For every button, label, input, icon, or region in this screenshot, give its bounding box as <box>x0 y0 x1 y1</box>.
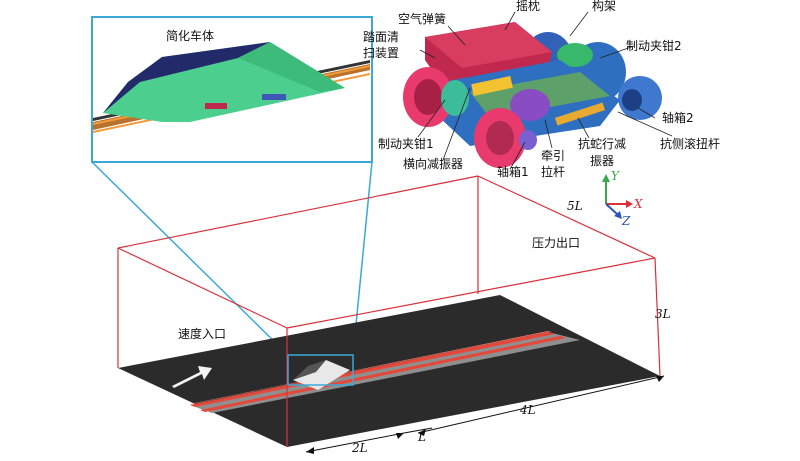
label-traction-2: 拉杆 <box>541 164 565 179</box>
dim-arrow-icon-4 <box>396 433 404 439</box>
inflow-arrow-icon <box>172 366 212 388</box>
dim-arrow-icon-3 <box>306 447 314 454</box>
label-axlebox-2: 轴箱2 <box>662 110 694 125</box>
axis-x-label: X <box>633 197 643 211</box>
inset-bogie-2 <box>262 94 286 100</box>
label-brake-2: 制动夹钳2 <box>626 39 682 53</box>
label-brake-1: 制动夹钳1 <box>378 137 434 151</box>
inset-bogie-1 <box>205 103 227 109</box>
label-dim-L: L <box>417 430 426 444</box>
label-bolster: 摇枕 <box>516 0 540 13</box>
label-air-spring: 空气弹簧 <box>398 11 446 26</box>
domain-edges <box>117 175 661 447</box>
air-spring-shape <box>510 89 550 121</box>
label-yaw-damper-2: 振器 <box>590 154 614 168</box>
zoom-connector-left <box>91 161 289 356</box>
label-yaw-damper-1: 抗蛇行减 <box>578 136 626 151</box>
lateral-damper-shape <box>471 75 513 97</box>
bogie-model <box>403 22 662 168</box>
spring-green-right <box>557 43 593 67</box>
label-scraper-1: 踏面清 <box>363 30 399 44</box>
axis-y-label: Y <box>611 169 620 183</box>
zoom-target-box <box>287 354 354 386</box>
inset-panel: 简化车体 <box>91 16 373 163</box>
axis-z-arrow-icon <box>614 211 622 219</box>
axlebox1-shape <box>519 130 537 150</box>
brake1-shape <box>441 80 469 116</box>
car-body-rear <box>238 42 345 92</box>
axis-z-line <box>605 203 618 215</box>
domain-train <box>293 360 350 390</box>
dimension-lines <box>305 375 665 453</box>
axis-y-arrow-icon <box>602 174 610 182</box>
label-frame: 构架 <box>592 0 616 13</box>
axis-x-arrow-icon <box>626 200 633 208</box>
label-dim-4L: 4L <box>519 403 536 417</box>
dim-arrow-icon-1 <box>656 376 664 382</box>
rail-2 <box>200 336 566 412</box>
label-axlebox-1: 轴箱1 <box>497 164 529 179</box>
dim-arrow-icon-2 <box>418 429 426 436</box>
label-scraper-2: 扫装置 <box>363 46 399 60</box>
domain-box <box>117 175 661 447</box>
inset-title: 简化车体 <box>166 28 214 43</box>
label-lateral-damper: 横向减振器 <box>403 156 463 171</box>
label-dim-2L: 2L <box>351 441 368 455</box>
axis-z-label: Z <box>621 214 631 228</box>
label-traction-1: 牵引 <box>541 149 565 163</box>
leader-lines <box>417 11 673 167</box>
label-dim-3L: 3L <box>655 307 671 321</box>
label-dim-5L: 5L <box>567 199 583 213</box>
axis-triad: Y X Z <box>602 169 643 228</box>
rail-1 <box>190 332 555 407</box>
label-anti-roll: 抗侧滚扭杆 <box>660 136 720 151</box>
yaw-damper-shape <box>554 102 606 126</box>
car-body-top <box>103 42 270 113</box>
label-pressure-outlet: 压力出口 <box>532 236 580 250</box>
label-velocity-inlet: 速度入口 <box>178 326 226 341</box>
